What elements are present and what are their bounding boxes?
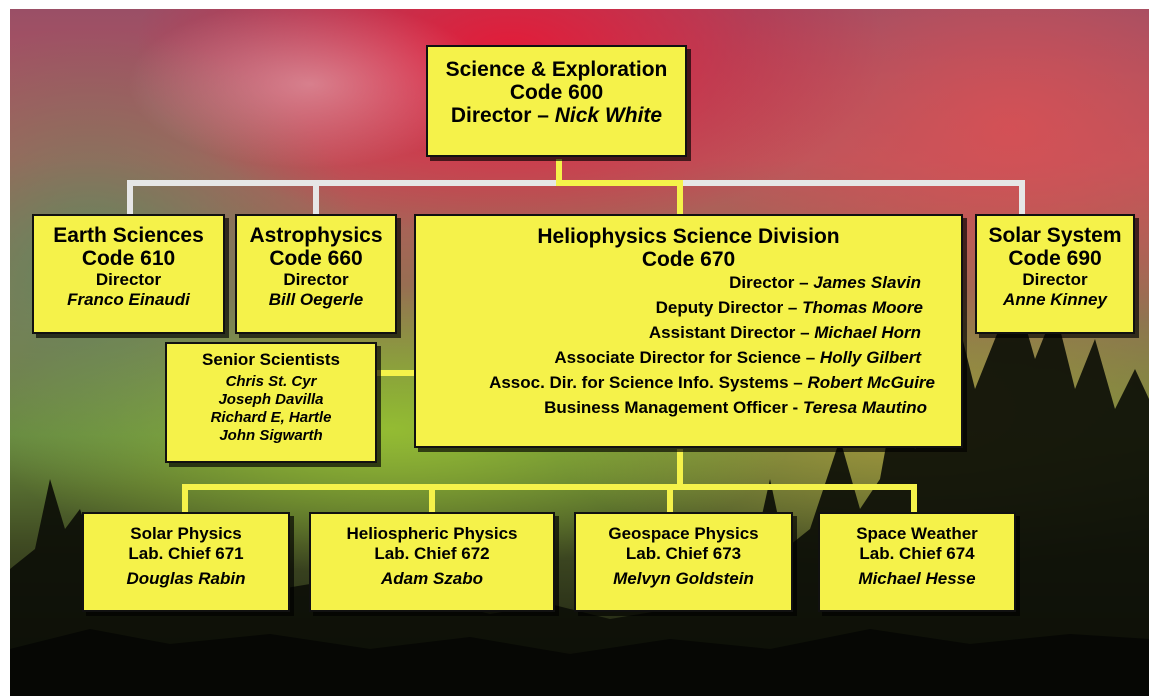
astrophysics-role: Director [283, 270, 349, 289]
heliophysics-staff-6: Business Management Officer - Teresa Mau… [544, 398, 927, 417]
heliophysics-name: Heliophysics Science Division [537, 225, 840, 248]
heliophysics-staff-3: Assistant Director – Michael Horn [648, 323, 921, 342]
lab-chief: Lab. Chief 672 [374, 544, 490, 563]
solar-system-box: Solar System Code 690 Director Anne Kinn… [975, 214, 1135, 334]
solar-system-role: Director [1022, 270, 1088, 289]
heliophysics-code: Code 670 [641, 248, 736, 271]
solar-system-director: Anne Kinney [1003, 290, 1107, 309]
lab-name: Space Weather [856, 524, 978, 543]
lab-chief: Lab. Chief 673 [625, 544, 742, 563]
heliophysics-staff-5: Assoc. Dir. for Science Info. Systems – … [489, 373, 935, 392]
astrophysics-code: Code 660 [269, 247, 363, 270]
top-office-box: Science & Exploration Code 600 Director … [426, 45, 687, 157]
lab-chief: Lab. Chief 674 [859, 544, 975, 563]
astrophysics-director: Bill Oegerle [268, 290, 364, 309]
lab-person: Michael Hesse [858, 569, 976, 588]
top-office-director: Director – Nick White [450, 104, 663, 127]
lab-name: Geospace Physics [608, 524, 759, 543]
earth-sciences-role: Director [95, 270, 162, 289]
senior-scientist-4: John Sigwarth [219, 427, 323, 444]
top-office-code: Code 600 [509, 81, 604, 104]
lab-person: Adam Szabo [380, 569, 484, 588]
heliophysics-staff-2: Deputy Director – Thomas Moore [655, 298, 923, 317]
senior-scientist-1: Chris St. Cyr [225, 373, 317, 390]
lab-box-space-weather: Space Weather Lab. Chief 674 Michael Hes… [818, 512, 1016, 612]
lab-name: Heliospheric Physics [346, 524, 518, 543]
lab-name: Solar Physics [130, 524, 242, 543]
solar-system-code: Code 690 [1008, 247, 1102, 270]
aurora-background: Science & Exploration Code 600 Director … [10, 9, 1149, 696]
org-connectors [127, 159, 1025, 513]
lab-person: Melvyn Goldstein [613, 569, 754, 588]
lab-box-geospace-physics: Geospace Physics Lab. Chief 673 Melvyn G… [574, 512, 793, 612]
earth-sciences-director: Franco Einaudi [67, 290, 190, 309]
senior-scientist-2: Joseph Davilla [218, 391, 324, 408]
earth-sciences-box: Earth Sciences Code 610 Director Franco … [32, 214, 225, 334]
astrophysics-box: Astrophysics Code 660 Director Bill Oege… [235, 214, 397, 334]
heliophysics-box: Heliophysics Science Division Code 670 D… [414, 214, 963, 448]
heliophysics-staff-1: Director – James Slavin [729, 273, 921, 292]
lab-chief: Lab. Chief 671 [128, 544, 244, 563]
earth-sciences-name: Earth Sciences [53, 224, 204, 247]
lab-box-solar-physics: Solar Physics Lab. Chief 671 Douglas Rab… [82, 512, 290, 612]
senior-scientist-3: Richard E, Hartle [210, 409, 332, 426]
senior-scientists-title: Senior Scientists [202, 350, 340, 369]
solar-system-name: Solar System [988, 224, 1122, 247]
lab-person: Douglas Rabin [126, 569, 246, 588]
senior-scientists-box: Senior Scientists Chris St. Cyr Joseph D… [165, 342, 377, 463]
heliophysics-staff-4: Associate Director for Science – Holly G… [554, 348, 921, 367]
lab-box-heliospheric-physics: Heliospheric Physics Lab. Chief 672 Adam… [309, 512, 555, 612]
astrophysics-name: Astrophysics [249, 224, 383, 247]
top-office-name: Science & Exploration [445, 58, 668, 81]
connector-top-to-helio [556, 159, 683, 215]
earth-sciences-code: Code 610 [81, 247, 176, 270]
top-office-director-name: Nick White [554, 104, 663, 127]
